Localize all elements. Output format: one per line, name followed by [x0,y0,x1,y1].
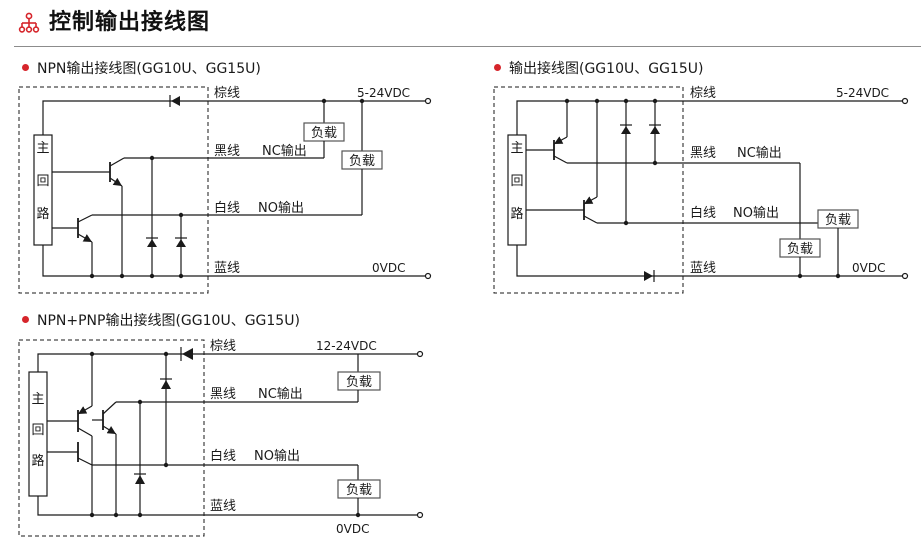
pnp-labels: 主 回 路 棕线 黑线 白线 蓝线 NC输出 NO输出 5-24VDC 0VDC… [510,86,889,276]
pnp-white-label: 白线 [690,205,716,221]
npn-white-label: 白线 [214,200,240,216]
pnp-voltage-bottom: 0VDC [852,261,885,275]
pnp-black-label: 黑线 [690,146,716,161]
pnp-title-text: 输出接线图(GG10U、GG15U) [509,61,704,77]
npn-pnp-section-title: NPN+PNP输出接线图(GG10U、GG15U) [22,312,300,330]
npn-pnp-nc-label: NC输出 [258,386,303,402]
pnp-main-char-3: 路 [510,206,523,222]
npn-pnp-load-no-text: 负载 [346,483,372,498]
page-title: 控制输出接线图 [49,10,211,35]
pnp-zener-icon [650,126,660,134]
pnp-blue-label: 蓝线 [690,261,716,276]
pnp-load-no-text: 负载 [825,213,851,228]
npn-pnp-zener-icon [161,380,171,389]
npn-diode-icon [171,96,180,106]
pnp-section-title: 输出接线图(GG10U、GG15U) [494,60,703,78]
pnp-diagram [493,86,909,294]
pnp-main-char-1: 主 [510,141,523,156]
npn-pnp-load-nc-box [337,371,381,391]
npn-section-title: NPN输出接线图(GG10U、GG15U) [22,60,261,78]
npn-nc-label: NC输出 [262,143,307,159]
npn-pnp-load-no-box [337,479,381,499]
npn-pnp-brown-label: 棕线 [210,339,236,354]
npn-blue-wire [42,245,426,277]
npn-pnp-title-text: NPN+PNP输出接线图(GG10U、GG15U) [37,313,300,329]
pnp-diode-icon [644,271,653,281]
pnp-voltage-top: 5-24VDC [836,86,889,100]
npn-pnp-black-label: 黑线 [210,387,236,402]
npn-pnp-voltage-bottom: 0VDC [336,522,369,536]
pnp-main-char-2: 回 [510,174,523,189]
npn-pnp-main-char-3: 路 [31,453,44,469]
page-header: 控制输出接线图 [0,0,921,47]
pnp-brown-label: 棕线 [690,86,716,101]
npn-zener-icon [147,239,157,247]
npn-brown-label: 棕线 [214,86,240,101]
npn-pnp-brown-wire [37,353,418,372]
npn-brown-wire [42,100,426,135]
npn-pnp-diode-icon [182,348,193,360]
npn-main-char-3: 路 [36,206,49,222]
npn-pnp-zener-icon [135,475,145,484]
npn-voltage-bottom: 0VDC [372,261,405,275]
npn-pnp-main-char-2: 回 [31,423,44,438]
npn-pnp-load-nc-text: 负载 [346,375,372,390]
pnp-sensor-boundary [493,86,684,294]
header-divider [14,46,921,47]
pnp-nc-label: NC输出 [737,145,782,161]
npn-load-no-text: 负载 [349,154,375,169]
pnp-no-label: NO输出 [733,205,779,221]
npn-pnp-labels: 主 回 路 棕线 黑线 白线 蓝线 NC输出 NO输出 12-24VDC 0VD… [31,339,376,536]
npn-pnp-blue-label: 蓝线 [210,499,236,514]
pnp-blue-wire [516,245,903,277]
npn-labels: 主 回 路 棕线 黑线 白线 蓝线 NC输出 NO输出 5-24VDC 0VDC… [36,86,410,276]
pnp-zener-icon [621,126,631,134]
npn-pnp-no-label: NO输出 [254,448,300,464]
npn-diagram [18,86,432,294]
npn-pnp-voltage-top: 12-24VDC [316,339,377,353]
npn-load-nc-text: 负载 [311,126,337,141]
npn-main-char-2: 回 [36,174,49,189]
npn-main-char-1: 主 [36,141,49,156]
npn-no-label: NO输出 [258,200,304,216]
red-dot-icon [494,63,501,71]
npn-zener-icon [176,239,186,247]
npn-pnp-sensor-boundary [18,339,205,537]
red-dot-icon [22,315,29,323]
npn-pnp-main-char-1: 主 [31,392,44,407]
npn-blue-label: 蓝线 [214,261,240,276]
npn-pnp-white-label: 白线 [210,448,236,464]
red-dot-icon [22,63,29,71]
pnp-brown-wire [516,100,903,135]
npn-black-label: 黑线 [214,144,240,159]
npn-pnp-blue-wire [37,496,418,516]
npn-title-text: NPN输出接线图(GG10U、GG15U) [37,61,261,77]
pnp-load-nc-text: 负载 [787,242,813,257]
npn-sensor-boundary [18,86,209,294]
npn-pnp-diagram [18,339,424,537]
wiring-tree-icon [18,12,40,33]
npn-voltage-top: 5-24VDC [357,86,410,100]
